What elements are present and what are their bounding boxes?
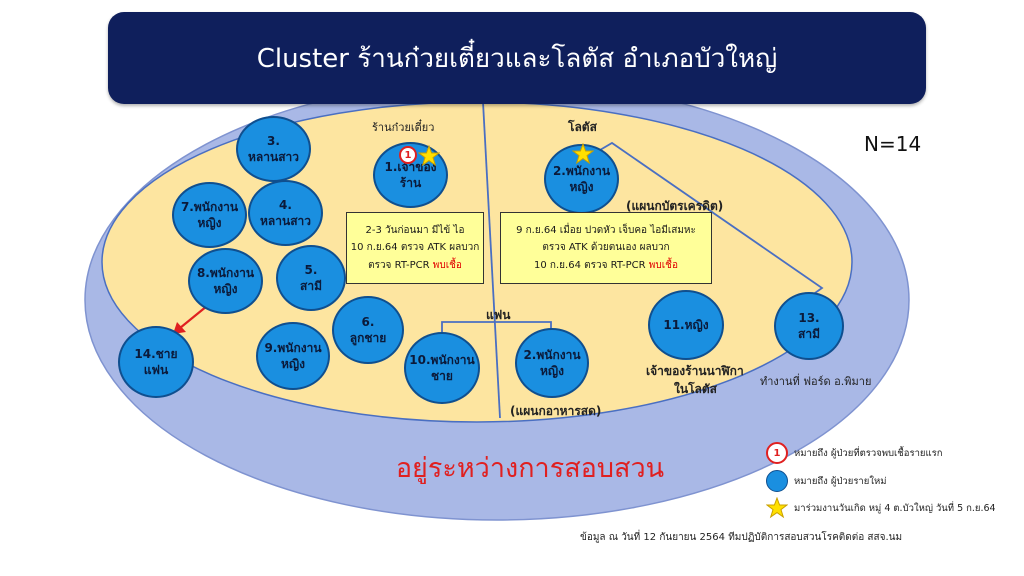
legend-new-case-text: หมายถึง ผู้ป่วยรายใหม่ bbox=[794, 475, 887, 487]
legend-new-case: หมายถึง ผู้ป่วยรายใหม่ bbox=[766, 470, 887, 492]
case-label-line2: สามี bbox=[300, 279, 322, 293]
new-case-legend-icon bbox=[766, 470, 788, 492]
case-6: 6. ลูกชาย bbox=[332, 296, 404, 364]
case-label-line2: หญิง bbox=[213, 282, 238, 296]
case-3: 3. หลานสาว bbox=[236, 116, 311, 182]
case-label-line2: หญิง bbox=[540, 364, 564, 378]
data-source-footer: ข้อมูล ณ วันที่ 12 กันยายน 2564 ทีมปฏิบั… bbox=[580, 532, 903, 543]
partner-label: แฟน bbox=[486, 308, 511, 322]
case-label-line2: หลานสาว bbox=[259, 214, 311, 228]
note-line: 10 ก.ย.64 ตรวจ ATK ผลบวก bbox=[350, 242, 480, 254]
note-line: 10 ก.ย.64 ตรวจ RT-PCR พบเชื้อ bbox=[501, 257, 711, 275]
case-label-line2: หญิง bbox=[569, 180, 594, 194]
note-text: ตรวจ RT-PCR bbox=[368, 259, 433, 271]
case8-to-14-arrow bbox=[179, 305, 208, 329]
case-label-line2: สามี bbox=[798, 327, 820, 341]
legend-first-case: 1 หมายถึง ผู้ป่วยที่ตรวจพบเชื้อรายแรก bbox=[766, 442, 942, 464]
case-13: 13. สามี bbox=[774, 292, 844, 360]
case-label-line2: หลานสาว bbox=[247, 150, 299, 164]
case-label-line1: 7.พนักงาน bbox=[180, 199, 239, 214]
case-4: 4. หลานสาว bbox=[248, 180, 323, 246]
case-label-line1: 2.พนักงาน bbox=[552, 163, 611, 178]
noodle-shop-label: ร้านก๋วยเตี๋ยว bbox=[372, 121, 435, 134]
case-label-line1: 5. bbox=[304, 262, 318, 277]
case-label-line1: 14.ชาย bbox=[134, 346, 178, 361]
case-label-line2: ชาย bbox=[431, 369, 453, 383]
case-label-line1: 3. bbox=[267, 133, 280, 148]
case-11: 11.หญิง bbox=[648, 290, 724, 360]
legend-star-text: มาร่วมงานวันเกิด หมู่ 4 ต.บัวใหญ่ วันที่… bbox=[794, 502, 996, 514]
legend-star: มาร่วมงานวันเกิด หมู่ 4 ต.บัวใหญ่ วันที่… bbox=[766, 497, 996, 519]
section-divider bbox=[482, 101, 501, 419]
case-10: 10.พนักงาน ชาย bbox=[404, 332, 480, 404]
note-line: 9 ก.ย.64 เมื่อย ปวดหัว เจ็บคอ ไอมีเสมหะ bbox=[516, 224, 696, 236]
case-7: 7.พนักงาน หญิง bbox=[172, 182, 247, 248]
star-icon bbox=[572, 143, 594, 165]
fresh-food-dept-label: (แผนกอาหารสด) bbox=[510, 404, 602, 418]
investigation-status: อยู่ระหว่างการสอบสวน bbox=[395, 453, 665, 484]
case-label-line1: 4. bbox=[279, 197, 292, 212]
case-label-line1: 2.พนักงาน bbox=[523, 347, 581, 362]
note-line: ตรวจ RT-PCR พบเชื้อ bbox=[347, 257, 483, 275]
note-highlight: พบเชื้อ bbox=[432, 259, 462, 271]
first-case-marker-text: 1 bbox=[404, 149, 412, 161]
case-label-line1: 11.หญิง bbox=[663, 317, 709, 332]
watch-shop-owner-label-2: ในโลตัส bbox=[674, 382, 717, 396]
star-icon bbox=[418, 145, 440, 167]
case-label-line2: ลูกชาย bbox=[349, 331, 387, 345]
lotus-label: โลตัส bbox=[568, 120, 597, 134]
title-banner: Cluster ร้านก๋วยเตี๋ยวและโลตัส อำเภอบัวใ… bbox=[108, 12, 926, 104]
case-8: 8.พนักงาน หญิง bbox=[188, 248, 263, 314]
case-label-line1: 8.พนักงาน bbox=[196, 265, 255, 280]
star-legend-icon bbox=[766, 497, 788, 519]
case-2-fresh-food: 2.พนักงาน หญิง bbox=[515, 328, 589, 398]
note-line: ตรวจ ATK ด้วยตนเอง ผลบวก bbox=[542, 242, 670, 254]
case-label-line1: 6. bbox=[361, 314, 375, 329]
case-14: 14.ชาย แฟน bbox=[118, 326, 194, 398]
first-case-legend-symbol: 1 bbox=[773, 447, 781, 459]
case-5: 5. สามี bbox=[276, 245, 346, 311]
first-case-legend-icon: 1 bbox=[766, 442, 788, 464]
page-title: Cluster ร้านก๋วยเตี๋ยวและโลตัส อำเภอบัวใ… bbox=[256, 43, 778, 74]
note-text: 10 ก.ย.64 ตรวจ RT-PCR bbox=[534, 259, 649, 271]
case-label-line1: 9.พนักงาน bbox=[264, 340, 322, 355]
case-label-line2: หญิง bbox=[281, 357, 305, 371]
note-line: 2-3 วันก่อนมา มีไข้ ไอ bbox=[365, 224, 465, 236]
first-case-marker: 1 bbox=[399, 146, 417, 164]
sample-size-label: N=14 bbox=[864, 132, 922, 156]
note-box-lotus: 9 ก.ย.64 เมื่อย ปวดหัว เจ็บคอ ไอมีเสมหะ … bbox=[500, 212, 712, 284]
case-label-line2: แฟน bbox=[143, 363, 169, 377]
watch-shop-owner-label-1: เจ้าของร้านนาฬิกา bbox=[646, 364, 744, 378]
case-label-line2: หญิง bbox=[197, 216, 222, 230]
legend-first-case-text: หมายถึง ผู้ป่วยที่ตรวจพบเชื้อรายแรก bbox=[794, 447, 943, 459]
note-box-noodle-shop: 2-3 วันก่อนมา มีไข้ ไอ 10 ก.ย.64 ตรวจ AT… bbox=[346, 212, 484, 284]
credit-card-dept-label: (แผนกบัตรเครดิต) bbox=[626, 199, 724, 213]
works-at-label: ทำงานที่ ฟอร์ด อ.พิมาย bbox=[760, 375, 872, 388]
case-9: 9.พนักงาน หญิง bbox=[256, 322, 330, 390]
note-highlight: พบเชื้อ bbox=[648, 259, 678, 271]
case-label-line1: 13. bbox=[798, 310, 820, 325]
case-label-line1: 10.พนักงาน bbox=[409, 352, 475, 367]
